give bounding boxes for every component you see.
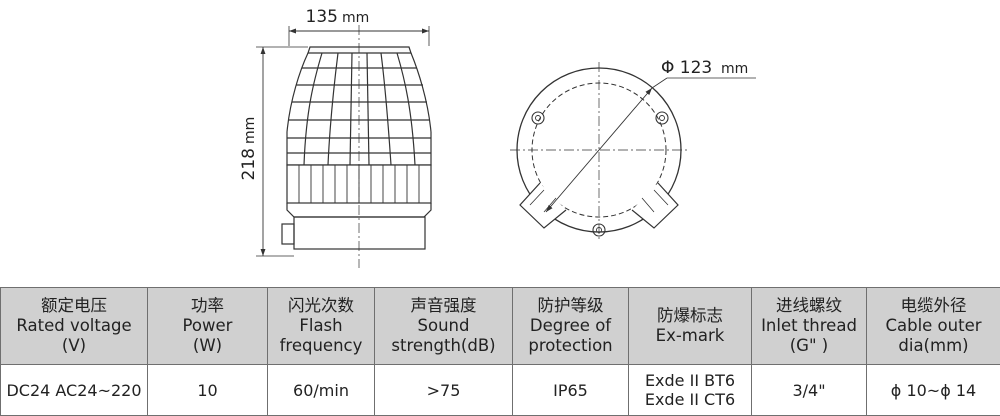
height-dim-value: 218 [239,148,259,180]
header-zh: 闪光次数 [288,296,354,315]
cell-inlet-thread: 3/4" [751,364,867,416]
header-en: Rated voltage [16,316,132,335]
header-en: (W) [192,336,223,355]
header-power: 功率 Power (W) [147,287,268,365]
header-en: Ex-mark [655,326,725,345]
diameter-dim-unit: mm [721,61,748,77]
header-flash-frequency: 闪光次数 Flash frequency [267,287,375,365]
height-dimension: 218 mm [239,46,308,257]
height-dim-unit: mm [242,117,258,144]
header-en: dia(mm) [898,336,969,355]
diameter-dimension: Φ 123 mm [545,58,756,213]
mounting-hole [531,111,545,125]
cell-cable-outer-dia: ϕ 10~ϕ 14 [866,364,1000,416]
width-dim-value: 135 [306,7,338,27]
header-en: Sound [417,316,470,335]
header-zh: 电缆外径 [900,296,967,315]
header-en: Flash [299,316,343,335]
technical-drawing: 135 mm 218 mm [239,7,756,268]
header-zh: 防护等级 [537,296,604,315]
header-en: (G" ) [789,336,829,355]
table-row: DC24 AC24~220 10 60/min >75 IP65 Exde II… [0,364,1000,416]
cell-sound-strength: >75 [374,364,513,416]
header-inlet-thread: 进线螺纹 Inlet thread (G" ) [751,287,867,365]
header-en: Power [182,316,233,335]
cell-power: 10 [147,364,268,416]
header-en: Degree of [529,316,612,335]
cable-boss-right [631,182,679,229]
width-dimension: 135 mm [288,7,430,46]
header-zh: 声音强度 [410,296,477,315]
mounting-hole [655,111,669,125]
cell-degree-of-protection: IP65 [512,364,629,416]
diameter-dim-value: Φ 123 [661,58,712,78]
header-zh: 功率 [191,296,224,315]
table-header-row: 额定电压 Rated voltage (V) 功率 Power (W) 闪光次数… [0,287,1000,365]
header-degree-of-protection: 防护等级 Degree of protection [512,287,629,365]
top-view [510,62,690,242]
cell-flash-frequency: 60/min [267,364,375,416]
cable-entry [281,223,295,245]
header-sound-strength: 声音强度 Sound strength(dB) [374,287,513,365]
header-en: protection [528,336,613,355]
header-en: frequency [279,336,363,355]
header-zh: 进线螺纹 [776,296,842,315]
header-zh: 额定电压 [41,296,107,315]
width-dim-unit: mm [342,10,369,26]
base-housing [293,216,426,250]
cable-boss-left [519,182,567,229]
header-en: Inlet thread [761,316,857,335]
side-view [281,25,432,268]
header-cable-outer-dia: 电缆外径 Cable outer dia(mm) [866,287,1000,365]
header-en: (V) [61,336,87,355]
cell-ex-mark: Exde II BT6 Exde II CT6 [628,364,752,416]
header-en: Cable outer [885,316,982,335]
top-cap [307,46,412,54]
cell-rated-voltage: DC24 AC24~220 [0,364,148,416]
header-rated-voltage: 额定电压 Rated voltage (V) [0,287,148,365]
header-zh: 防爆标志 [657,306,723,325]
header-ex-mark: 防爆标志 Ex-mark [628,287,752,365]
header-en: strength(dB) [391,336,496,355]
spec-table: 额定电压 Rated voltage (V) 功率 Power (W) 闪光次数… [0,287,1000,416]
